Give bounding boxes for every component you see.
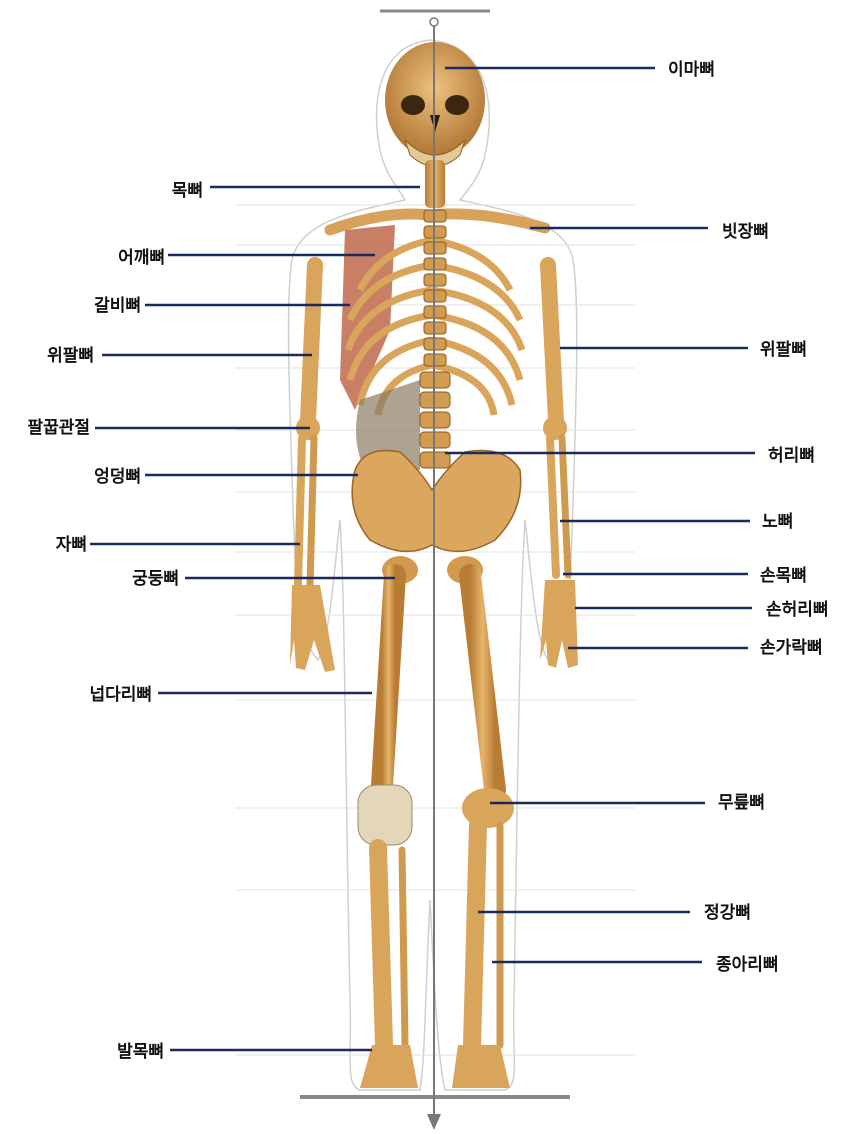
label-femur: 넙다리뼈 (89, 685, 152, 705)
label-fibula: 종아리뼈 (716, 955, 779, 975)
label-metacarpals: 손허리뼈 (766, 600, 829, 620)
label-tibia: 정강뼈 (704, 903, 751, 923)
label-humerus-left: 위팔뼈 (47, 346, 94, 366)
label-cervical-vertebrae: 목뼈 (172, 181, 203, 201)
label-scapula: 어깨뼈 (118, 248, 165, 268)
label-tarsals: 발목뼈 (117, 1042, 164, 1062)
label-patella: 무릎뼈 (718, 793, 765, 813)
label-clavicle: 빗장뼈 (722, 222, 769, 242)
label-ulna: 자뼈 (56, 535, 87, 555)
label-phalanges: 손가락뼈 (760, 638, 823, 658)
leg-right (452, 575, 514, 1088)
label-elbow-joint: 팔꿉관절 (27, 418, 90, 438)
leg-left (358, 575, 418, 1088)
label-carpals: 손목뼈 (760, 566, 807, 586)
label-humerus-right: 위팔뼈 (760, 340, 807, 360)
label-hip-bone: 엉덩뼈 (94, 467, 141, 487)
arm-right (540, 265, 578, 668)
label-lumbar-vertebrae: 허리뼈 (768, 446, 815, 466)
axis-arrow (427, 1114, 441, 1130)
label-frontal-bone: 이마뼈 (668, 60, 715, 80)
arm-left (290, 265, 335, 672)
label-ribs: 갈비뼈 (94, 296, 141, 316)
label-sacrum: 궁둥뼈 (132, 569, 179, 589)
label-radius: 노뼈 (762, 512, 793, 532)
